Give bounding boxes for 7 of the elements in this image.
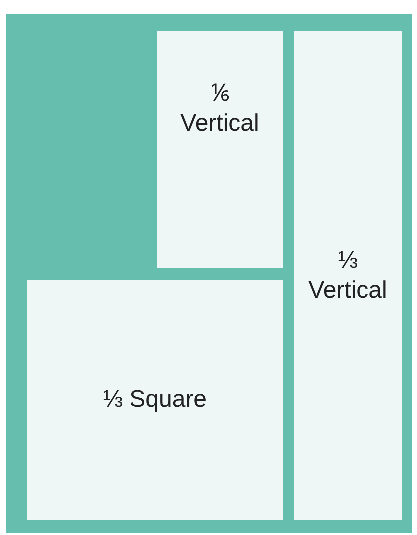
size-label: ⅓ Square <box>102 385 208 415</box>
ad-space <box>294 31 402 520</box>
size-label: ⅓ Vertical <box>308 246 388 306</box>
page-background <box>6 14 412 533</box>
ad-space <box>157 31 283 268</box>
size-label: ⅙ Vertical <box>180 79 260 139</box>
ad-space <box>27 280 283 520</box>
